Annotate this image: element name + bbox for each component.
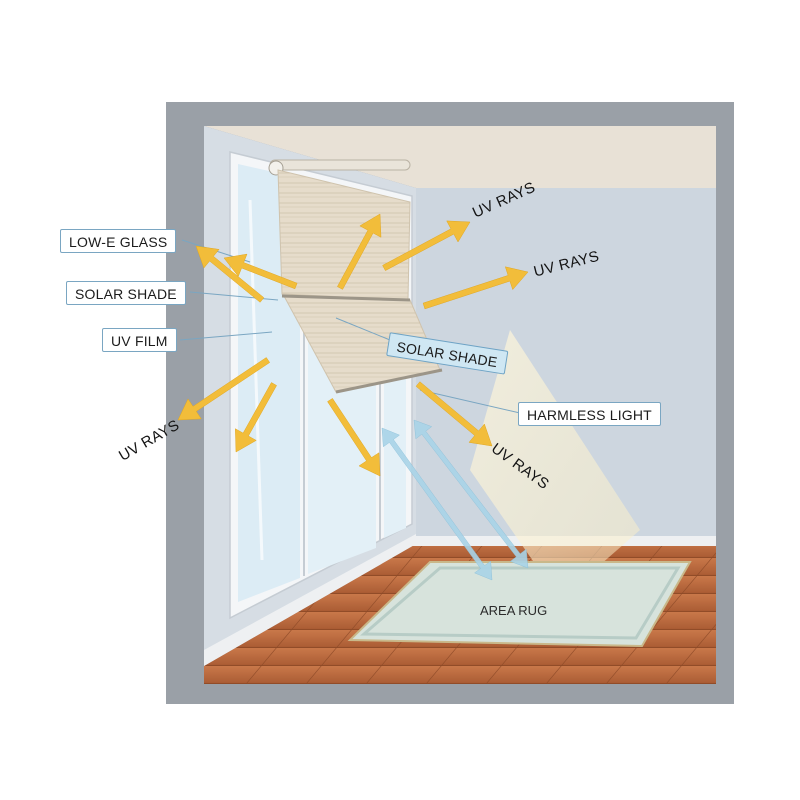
sunbeam (470, 330, 640, 600)
harmless-light-arrow-icon (413, 419, 529, 569)
solar-shade-left-label: SOLAR SHADE (66, 281, 186, 305)
uv-ray-arrow-icon (415, 381, 493, 447)
uv-ray-arrow-icon (235, 382, 277, 453)
uv-ray-arrow-icon (422, 266, 529, 310)
shade-bar (335, 368, 443, 394)
leader-uv-film (179, 331, 273, 341)
uv-ray-arrow-icon (337, 213, 382, 290)
leader-solar-shade-box (335, 317, 391, 341)
leader-harmless-light (419, 389, 521, 414)
uv-ray-arrow-icon (195, 245, 265, 303)
area-rug-label: AREA RUG (480, 603, 548, 618)
glass-reflection (248, 199, 264, 561)
harmless-light-arrow-icon (381, 427, 493, 581)
ceiling (204, 126, 716, 188)
rug-border (360, 566, 681, 640)
harmless-light-label: HARMLESS LIGHT (518, 402, 661, 426)
low-e-glass-label: LOW-E GLASS (60, 229, 177, 253)
uv-ray-arrow-icon (382, 220, 471, 271)
baseboard-side (204, 534, 416, 666)
uv-ray-arrow-icon (223, 253, 298, 290)
uv-ray-arrow-icon (327, 398, 381, 477)
shade-bar (281, 294, 411, 302)
shade-roller (269, 159, 411, 171)
area-rug (347, 561, 692, 648)
uv-film-label: UV FILM (102, 328, 177, 352)
uv-ray-arrow-icon (177, 357, 271, 421)
